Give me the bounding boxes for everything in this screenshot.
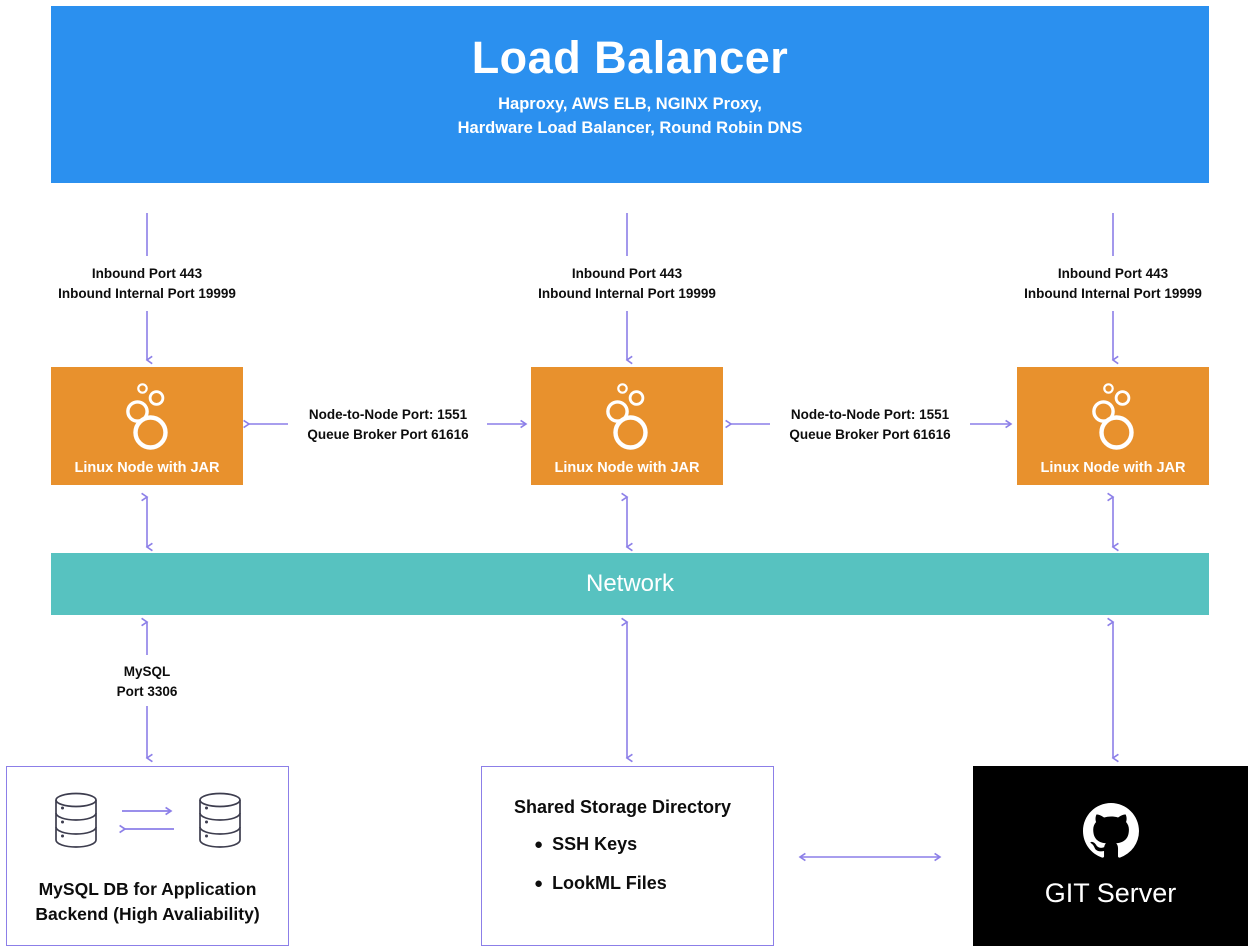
inbound-label-1-line1: Inbound Port 443 <box>91 266 203 281</box>
inbound-label-1: Inbound Port 443 Inbound Internal Port 1… <box>0 264 297 303</box>
mysql-link-label-line1: MySQL <box>123 664 171 679</box>
linux-node-3[interactable]: Linux Node with JAR <box>1017 367 1209 485</box>
inbound-label-3-line1: Inbound Port 443 <box>1057 266 1169 281</box>
node-to-node-label-2: Node-to-Node Port: 1551 Queue Broker Por… <box>760 405 980 444</box>
mysql-db-caption-line2: Backend (High Avaliability) <box>35 904 260 925</box>
shared-storage-list: ● SSH Keys ● LookML Files <box>514 834 773 894</box>
shared-storage-item-label: SSH Keys <box>552 834 638 854</box>
shared-storage-box[interactable]: Shared Storage Directory ● SSH Keys ● Lo… <box>481 766 774 946</box>
node-to-node-label-1-line1: Node-to-Node Port: 1551 <box>308 407 468 422</box>
network-label: Network <box>585 570 675 597</box>
list-item: ● SSH Keys <box>534 834 773 855</box>
node-to-node-connectors <box>243 419 1013 429</box>
mysql-link-label: MySQL Port 3306 <box>57 662 237 701</box>
shared-storage-title: Shared Storage Directory <box>514 797 732 817</box>
load-balancer-subtitle-line2: Hardware Load Balancer, Round Robin DNS <box>457 118 803 137</box>
node-to-node-label-2-line2: Queue Broker Port 61616 <box>789 426 951 442</box>
linux-node-1[interactable]: Linux Node with JAR <box>51 367 243 485</box>
mysql-db-icons <box>7 791 288 854</box>
inbound-label-3-line2: Inbound Internal Port 19999 <box>1024 285 1202 301</box>
load-balancer-title: Load Balancer <box>471 32 789 83</box>
linux-node-2-caption: Linux Node with JAR <box>554 460 700 476</box>
bullet-icon: ● <box>534 836 544 853</box>
looker-logo-icon <box>119 381 175 458</box>
inbound-label-2-line2: Inbound Internal Port 19999 <box>538 285 716 301</box>
node-to-node-label-2-line1: Node-to-Node Port: 1551 <box>790 407 950 422</box>
node-to-node-label-1: Node-to-Node Port: 1551 Queue Broker Por… <box>278 405 498 444</box>
linux-node-2[interactable]: Linux Node with JAR <box>531 367 723 485</box>
inbound-label-2: Inbound Port 443 Inbound Internal Port 1… <box>477 264 777 303</box>
mysql-link-label-line2: Port 3306 <box>116 683 178 699</box>
looker-logo-icon <box>599 381 655 458</box>
mysql-db-box[interactable]: MySQL DB for Application Backend (High A… <box>6 766 289 946</box>
inbound-label-1-line2: Inbound Internal Port 19999 <box>58 285 236 301</box>
database-cylinder-icon <box>51 791 101 854</box>
inbound-label-2-line1: Inbound Port 443 <box>571 266 683 281</box>
list-item: ● LookML Files <box>534 873 773 894</box>
load-balancer-subtitle-line1: Haproxy, AWS ELB, NGINX Proxy, <box>498 94 762 113</box>
shared-storage-item-label: LookML Files <box>552 873 667 893</box>
node-to-network-connectors <box>141 492 1119 552</box>
inbound-label-3: Inbound Port 443 Inbound Internal Port 1… <box>963 264 1251 303</box>
mysql-db-caption-line1: MySQL DB for Application <box>38 879 257 900</box>
github-octocat-icon <box>1082 803 1139 864</box>
git-server-caption: GIT Server <box>1044 878 1177 908</box>
mysql-db-caption: MySQL DB for Application Backend (High A… <box>7 877 288 927</box>
bullet-icon: ● <box>534 875 544 892</box>
load-balancer-box[interactable]: Load Balancer Haproxy, AWS ELB, NGINX Pr… <box>51 6 1209 183</box>
db-replication-arrows-icon <box>118 798 177 847</box>
node-to-node-label-1-line2: Queue Broker Port 61616 <box>307 426 469 442</box>
load-balancer-subtitle: Haproxy, AWS ELB, NGINX Proxy, Hardware … <box>458 93 803 141</box>
linux-node-3-caption: Linux Node with JAR <box>1040 460 1186 476</box>
linux-node-1-caption: Linux Node with JAR <box>74 460 220 476</box>
git-server-box[interactable]: GIT Server <box>973 766 1248 946</box>
lb-to-node-connectors <box>145 213 1119 365</box>
looker-logo-icon <box>1085 381 1141 458</box>
network-bar[interactable]: Network <box>51 553 1209 615</box>
database-cylinder-icon <box>195 791 245 854</box>
